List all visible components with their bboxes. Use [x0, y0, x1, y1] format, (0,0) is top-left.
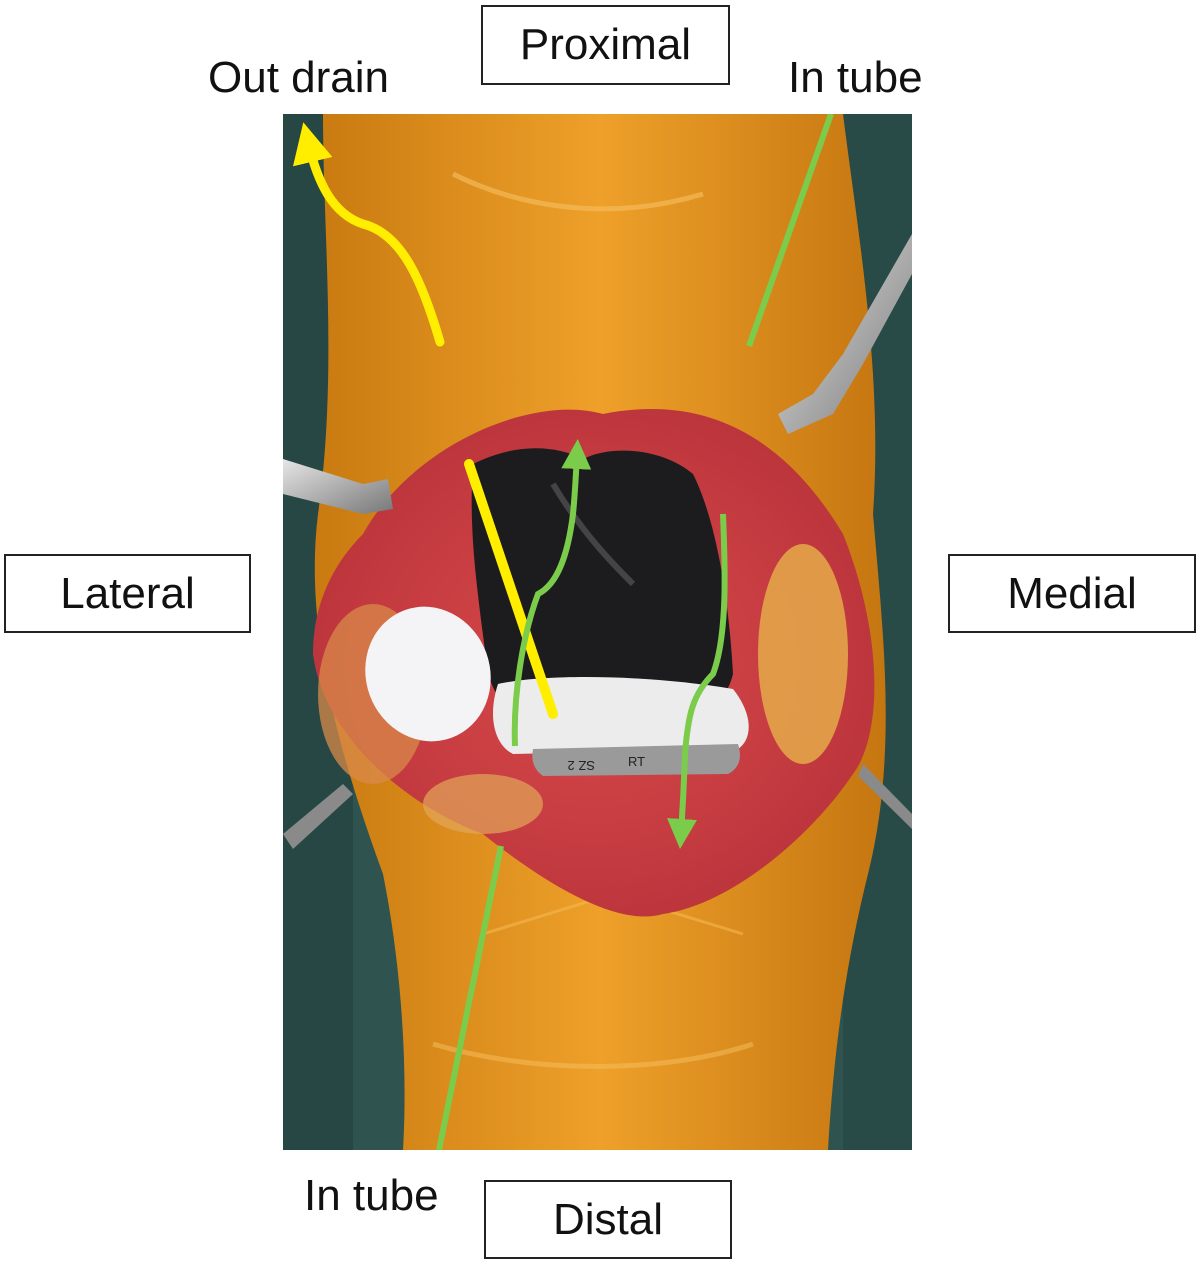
proximal-text: Proximal — [519, 20, 692, 69]
proximal-label: Proximal — [481, 5, 730, 85]
implant-side-text: RT — [628, 754, 645, 769]
retractor-bottom-right — [858, 764, 912, 829]
component-reflection — [550, 482, 636, 587]
retractor-left — [283, 459, 393, 514]
retractor-bottom-left — [283, 784, 353, 849]
in-tube-medial-arrow — [667, 513, 728, 849]
tibial-insert — [493, 677, 749, 754]
medial-label: Medial — [948, 554, 1196, 633]
in-tube-top-label: In tube — [788, 53, 923, 102]
retractor-top-right — [778, 234, 912, 434]
in-tube-lateral-arrow — [511, 439, 592, 747]
fat-tissue — [423, 774, 543, 834]
skin-highlight — [432, 1041, 754, 1069]
implant-size-text: SZ 2 — [568, 758, 595, 773]
out-drain-label: Out drain — [208, 53, 389, 102]
lateral-label: Lateral — [4, 554, 251, 633]
in-tube-bottom-line — [436, 845, 504, 1150]
distal-text: Distal — [552, 1194, 664, 1244]
surgical-photo: SZ 2 RT — [283, 114, 912, 1150]
out-drain-curve — [292, 122, 445, 347]
distal-label: Distal — [484, 1180, 732, 1259]
fat-tissue — [758, 544, 848, 764]
lateral-text: Lateral — [60, 568, 195, 618]
in-tube-top-line — [746, 114, 834, 347]
skin-highlight — [451, 171, 704, 212]
out-drain-segment — [464, 459, 558, 719]
medial-text: Medial — [1007, 568, 1137, 618]
patellar-button — [365, 606, 491, 742]
in-tube-bottom-label: In tube — [304, 1171, 439, 1220]
